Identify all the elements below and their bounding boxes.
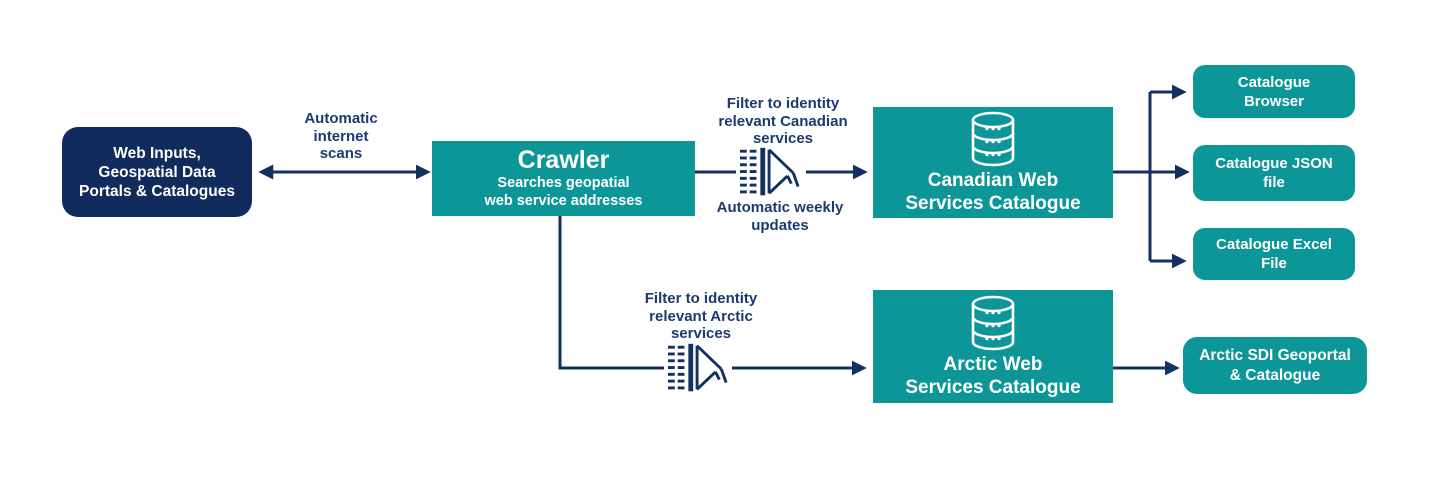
database-icon xyxy=(971,295,1015,350)
funnel-data-dashes xyxy=(740,149,757,194)
label-filter-canadian: Filter to identity relevant Canadian ser… xyxy=(718,95,848,147)
node-canadian-catalogue: Canadian Web Services Catalogue xyxy=(873,107,1113,218)
node-arctic-catalogue-label: Arctic Web Services Catalogue xyxy=(905,353,1081,398)
funnel-data-dashes xyxy=(668,345,685,390)
node-crawler-title: Crawler xyxy=(517,146,610,174)
edge-crawler-funnel2 xyxy=(558,216,664,370)
node-web-inputs: Web Inputs, Geospatial Data Portals & Ca… xyxy=(62,127,252,217)
node-arctic-catalogue: Arctic Web Services Catalogue xyxy=(873,290,1113,403)
node-web-inputs-label: Web Inputs, Geospatial Data Portals & Ca… xyxy=(79,144,235,200)
node-catalogue-browser: Catalogue Browser xyxy=(1193,65,1355,118)
label-automatic-internet-scans: Automatic internet scans xyxy=(304,110,378,162)
node-catalogue-excel-file: Catalogue Excel File xyxy=(1193,228,1355,280)
node-crawler-subtitle: Searches geopatial web service addresses xyxy=(484,175,643,209)
node-arctic-sdi-geoportal: Arctic SDI Geoportal & Catalogue xyxy=(1183,337,1367,394)
funnel-icon xyxy=(668,343,728,392)
database-icon xyxy=(971,111,1015,166)
label-filter-arctic: Filter to identity relevant Arctic servi… xyxy=(644,290,758,342)
node-catalogue-json-file: Catalogue JSON file xyxy=(1193,145,1355,201)
node-canadian-catalogue-label: Canadian Web Services Catalogue xyxy=(905,169,1081,214)
node-crawler: Crawler Searches geopatial web service a… xyxy=(432,141,695,216)
label-automatic-weekly-updates: Automatic weekly updates xyxy=(716,199,844,234)
funnel-icon xyxy=(740,147,800,196)
